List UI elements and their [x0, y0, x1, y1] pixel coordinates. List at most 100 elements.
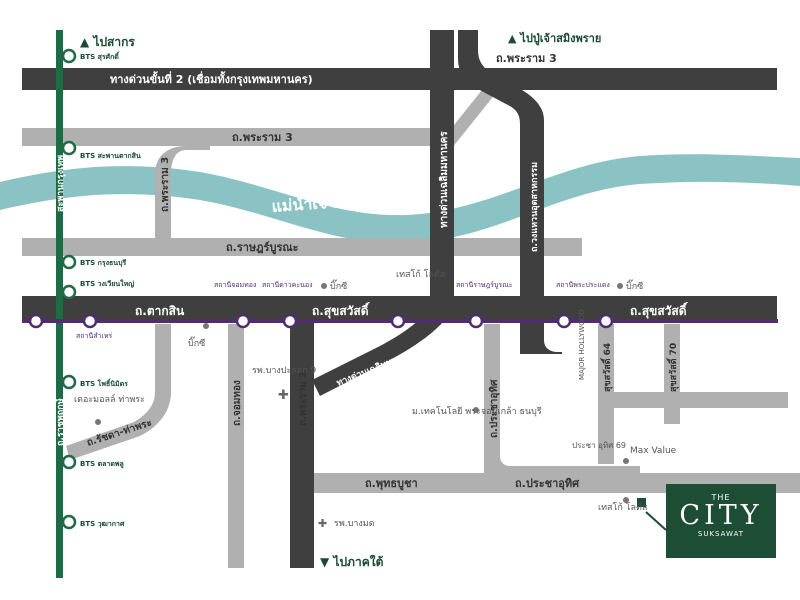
purple-station-marker — [556, 313, 572, 329]
label-prachautit-vertical: ถ.ประชาอุทิศ — [488, 379, 500, 438]
label-kanchanaphisek: ถ.วงแหวนอุตสาหกรรม — [530, 162, 540, 252]
label-kmutt: ม.เทคโนโลยี พระจอมเกล้า ธนบุรี — [412, 406, 542, 417]
label-bigc1: บิ๊กซี — [188, 336, 205, 349]
label-maxvalue: Max Value — [630, 446, 677, 456]
project-logo-top: THE — [711, 493, 731, 502]
label-taksin: ถ.ตากสิน — [135, 304, 185, 318]
label-suksawat64: สุขสวัสดิ์ 64 — [600, 343, 613, 392]
bts-station-marker — [61, 374, 77, 390]
label-rama3-vertical: ถ.พระราม 3 — [160, 157, 171, 212]
ratburana-road — [22, 238, 582, 256]
label-st-ratburana: สถานีราษฎร์บูรณะ — [456, 281, 513, 289]
bts-label-phonimit: BTS โพธิ์นิมิตร — [80, 378, 128, 388]
project-logo-name: CITY — [679, 500, 763, 531]
label-major: MAJOR HOLLYWOOD — [578, 309, 586, 380]
chao-phraya-river — [0, 154, 800, 244]
purple-station-marker — [390, 313, 406, 329]
label-ratburana: ถ.ราษฎร์บูรณะ — [226, 241, 299, 255]
label-rama2: ถ.พระราม 2 — [298, 371, 309, 426]
bts-station-marker — [61, 454, 77, 470]
project-marker — [637, 498, 646, 507]
hospital-icon: ✚ — [278, 388, 289, 403]
label-chomthong: ถ.จอมทอง — [232, 380, 243, 426]
label-samre: สถานีสำเหร่ — [76, 332, 112, 340]
hospital-icon: ✚ — [318, 517, 327, 530]
bts-label-saphantaksin: BTS สะพานตากสิน — [80, 152, 141, 160]
label-hospital-bangpakok: รพ.บางปะกอก 9 — [252, 366, 317, 376]
label-chaloem-vertical: ทางด่วนเฉลิมมหานคร — [438, 131, 450, 228]
label-suksawat-left: ถ.สุขสวัสดิ์ — [312, 302, 370, 319]
label-bigc3: บิ๊กซี — [626, 279, 643, 292]
purple-station-marker — [598, 313, 614, 329]
direction-north-sakon: ▲ ไปสากร — [80, 34, 135, 49]
label-rama3-top: ถ.พระราม 3 — [496, 52, 557, 65]
label-bigc2: บิ๊กซี — [330, 279, 347, 292]
label-central-thapra: เดอะมอลล์ ท่าพระ — [74, 393, 145, 405]
label-st-phrapradaeng: สถานีพระประแดง — [556, 281, 610, 289]
soi-horizontal — [598, 392, 788, 408]
bts-label-krungthonburi: BTS กรุงธนบุรี — [80, 259, 127, 267]
bts-labels-group: BTS สุรศักดิ์ BTS สะพานตากสิน BTS กรุงธน… — [80, 51, 141, 528]
purple-station-marker — [468, 313, 484, 329]
bts-station-marker — [61, 514, 77, 530]
expressway-top — [22, 68, 777, 90]
bts-line — [56, 30, 63, 578]
purple-station-marker — [235, 313, 251, 329]
place-dot — [203, 323, 209, 329]
bts-stations-group — [61, 48, 77, 530]
label-rama3-mid: ถ.พระราม 3 — [232, 131, 293, 144]
place-dot — [95, 419, 101, 425]
direction-south: ▼ ไปภาคใต้ — [320, 554, 384, 569]
place-labels-group: บิ๊กซี บิ๊กซี บิ๊กซี เทสโก้ โลตัส เทสโก้… — [74, 269, 677, 529]
bts-label-wongwianyai: BTS วงเวียนใหญ่ — [80, 279, 134, 288]
place-dot — [473, 407, 479, 413]
prachautit-road — [484, 324, 640, 473]
bts-station-marker — [61, 140, 77, 156]
label-river: แม่น้ำเจ้าพระยา — [271, 186, 383, 216]
label-hospital-bangmot: รพ.บางมด — [334, 519, 375, 529]
project-logo-sub: SUKSAWAT — [697, 530, 745, 538]
label-st-daokhanong: สถานีดาวคะนอง — [262, 281, 312, 289]
rachada-thapra-road — [66, 324, 171, 460]
bts-label-wutthakat: BTS วุฒากาศ — [80, 520, 125, 528]
project-pointer — [645, 511, 667, 531]
purple-stations-group — [28, 313, 614, 329]
expressways-group — [22, 30, 777, 568]
label-sathorn: สะพานกรุงเทพ — [56, 155, 66, 212]
purple-labels-group: สถานีสำเหร่ สถานีจอมทอง สถานีดาวคะนอง สถ… — [76, 281, 610, 340]
bts-label-talatphlu: BTS ตลาดพลู — [80, 460, 124, 469]
rama3-mid-road — [22, 128, 442, 146]
bts-station-marker — [61, 254, 77, 270]
bts-label-surasak: BTS สุรศักดิ์ — [80, 51, 120, 61]
label-suksawat-right: ถ.สุขสวัสดิ์ — [630, 302, 688, 319]
direction-north-chiangmai: ▲ ไปปู่เจ้าสมิงพราย — [508, 31, 601, 46]
bts-station-marker — [61, 284, 77, 300]
kanchanaphisek-road — [458, 30, 562, 354]
label-suksawat70: สุขสวัสดิ์ 70 — [666, 343, 679, 392]
place-dot — [623, 497, 629, 503]
place-dot — [321, 283, 327, 289]
purple-station-marker — [282, 313, 298, 329]
label-prachautit69: ประชา อุทิศ 69 — [572, 441, 626, 450]
place-dot — [617, 283, 623, 289]
place-dot — [623, 458, 629, 464]
label-expressway-top: ทางด่วนขั้นที่ 2 (เชื่อมทั้งกรุงเทพมหานค… — [110, 71, 313, 87]
chomthong-road — [228, 324, 244, 568]
chaloem-expressway — [312, 30, 454, 396]
label-phutthabucha: ถ.พุทธบูชา — [365, 477, 418, 491]
label-st-chomthong: สถานีจอมทอง — [214, 281, 256, 289]
label-ratchaphruek: ถ.ราชพฤกษ์ — [54, 398, 66, 446]
label-prachautit-bottom: ถ.ประชาอุทิศ — [515, 477, 580, 491]
label-lotus2: เทสโก้ โลตัส — [598, 502, 648, 513]
purple-station-marker — [82, 313, 98, 329]
rama2-road — [290, 322, 314, 568]
place-dots-group — [95, 283, 629, 503]
label-lotus1: เทสโก้ โลตัส — [396, 269, 446, 280]
rama3-vertical-road — [155, 146, 210, 256]
bts-station-marker — [61, 48, 77, 64]
purple-station-marker — [28, 313, 44, 329]
rama3-top-diag — [442, 80, 500, 148]
project-logo: THE CITY SUKSAWAT — [666, 484, 776, 558]
